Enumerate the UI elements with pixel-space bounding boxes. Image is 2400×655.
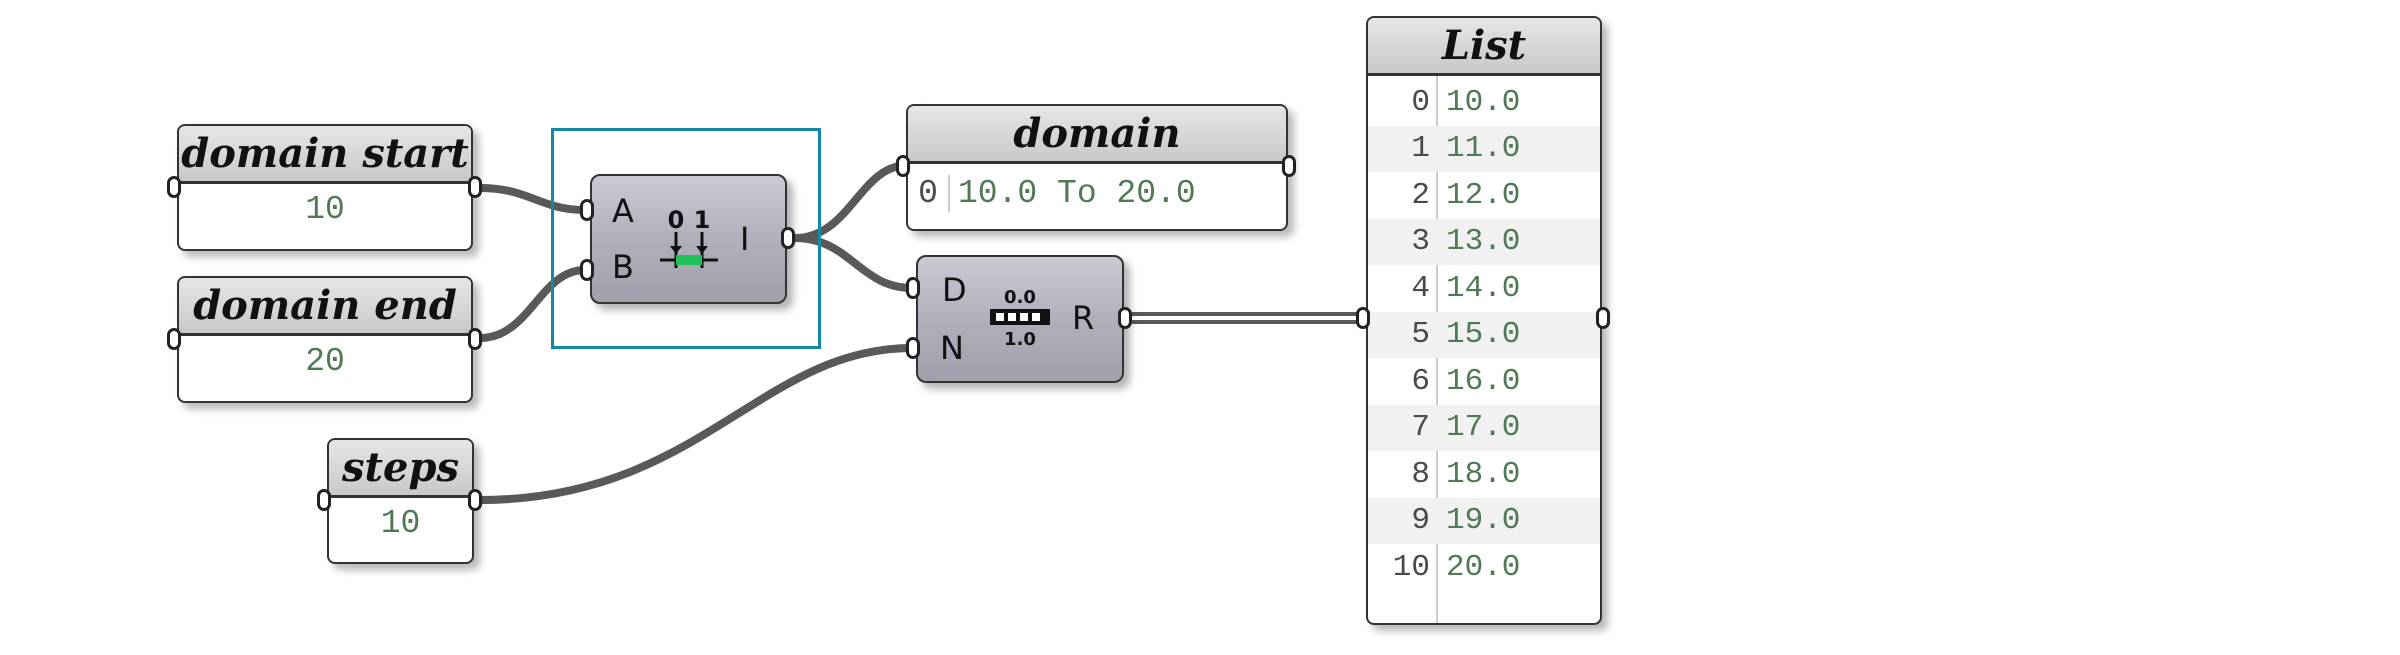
- list-row-value: 14.0: [1446, 270, 1521, 306]
- list-row-index: 6: [1411, 363, 1430, 399]
- selection-box: [551, 128, 821, 349]
- list-row-value: 16.0: [1446, 363, 1521, 399]
- list-row-value: 12.0: [1446, 177, 1521, 213]
- list-row-index: 5: [1411, 317, 1430, 353]
- domain-start-value[interactable]: 10: [305, 191, 345, 228]
- list-row-value: 17.0: [1446, 410, 1521, 446]
- list-row-index: 2: [1411, 177, 1430, 213]
- icon-label-one: 1: [694, 206, 711, 234]
- steps-value[interactable]: 10: [380, 505, 421, 542]
- domain-start-output-grip[interactable]: [468, 176, 482, 198]
- list-row-value: 18.0: [1446, 456, 1521, 492]
- steps-param[interactable]: steps 10: [327, 438, 474, 564]
- list-row-index: 9: [1411, 503, 1430, 539]
- wire-domain-start-to-a[interactable]: [476, 184, 589, 214]
- list-row-value: 10.0: [1446, 84, 1521, 120]
- domain-panel-index: 0: [908, 174, 950, 212]
- output-r-label: R: [1072, 299, 1095, 337]
- domain-end-output-grip[interactable]: [468, 328, 482, 350]
- range-output-r-grip[interactable]: [1118, 307, 1132, 329]
- list-row-value: 15.0: [1446, 317, 1521, 353]
- wire-i-to-domain-panel[interactable]: [791, 161, 912, 242]
- list-row-value: 19.0: [1446, 503, 1521, 539]
- domain-end-value[interactable]: 20: [305, 343, 345, 380]
- range-component[interactable]: D N R 0.0 1.0: [916, 255, 1124, 383]
- list-row-index: 1: [1411, 131, 1430, 167]
- input-b-label: B: [612, 248, 634, 286]
- domain-end-title: domain end: [179, 278, 471, 336]
- list-row-index: 7: [1411, 410, 1430, 446]
- range-icon-bottom-label: 1.0: [1004, 329, 1036, 350]
- steps-input-grip[interactable]: [317, 489, 331, 511]
- input-a-label: A: [612, 192, 634, 230]
- domain-panel-value[interactable]: 10.0 To 20.0: [958, 174, 1196, 212]
- range-input-n-grip[interactable]: [906, 337, 920, 359]
- output-i-label: I: [740, 220, 750, 258]
- domain-end-input-grip[interactable]: [167, 328, 181, 350]
- list-row[interactable]: 10 20.0: [1368, 544, 1600, 591]
- list-row-value: 11.0: [1446, 131, 1521, 167]
- domain-panel-input-grip[interactable]: [896, 155, 910, 177]
- list-panel-input-grip[interactable]: [1356, 307, 1370, 329]
- domain-start-param[interactable]: domain start 10: [177, 124, 473, 251]
- wire-steps-to-range-n[interactable]: [476, 344, 916, 504]
- construct-domain-input-b-grip[interactable]: [580, 259, 594, 281]
- range-icon-top-label: 0.0: [1004, 287, 1036, 308]
- domain-start-input-grip[interactable]: [167, 176, 181, 198]
- list-row-index: 4: [1411, 270, 1430, 306]
- list-row-index: 10: [1392, 549, 1430, 585]
- input-d-label: D: [942, 271, 967, 309]
- construct-domain-output-i-grip[interactable]: [781, 227, 795, 249]
- range-input-d-grip[interactable]: [906, 277, 920, 299]
- domain-panel-output-grip[interactable]: [1282, 155, 1296, 177]
- wire-domain-end-to-b[interactable]: [476, 266, 589, 342]
- icon-label-zero: 0: [668, 206, 685, 234]
- list-row-value: 13.0: [1446, 224, 1521, 260]
- domain-panel-title: domain: [908, 106, 1286, 164]
- construct-domain-component[interactable]: A B I 0 1: [590, 174, 787, 304]
- list-row-index: 0: [1411, 84, 1430, 120]
- input-n-label: N: [940, 329, 964, 367]
- list-panel-title: List: [1368, 18, 1600, 76]
- list-row-index: 8: [1411, 456, 1430, 492]
- wire-i-to-range-d[interactable]: [791, 234, 916, 292]
- domain-start-title: domain start: [179, 126, 471, 184]
- list-row-value: 20.0: [1446, 549, 1521, 585]
- construct-domain-input-a-grip[interactable]: [580, 199, 594, 221]
- domain-panel[interactable]: domain 0 10.0 To 20.0: [906, 104, 1288, 231]
- list-panel-output-grip[interactable]: [1596, 307, 1610, 329]
- construct-domain-icon: 0 1: [660, 206, 718, 268]
- range-icon: 0.0 1.0: [990, 287, 1050, 350]
- steps-output-grip[interactable]: [468, 489, 482, 511]
- list-row-index: 3: [1411, 224, 1430, 260]
- steps-title: steps: [329, 440, 472, 498]
- domain-end-param[interactable]: domain end 20: [177, 276, 473, 403]
